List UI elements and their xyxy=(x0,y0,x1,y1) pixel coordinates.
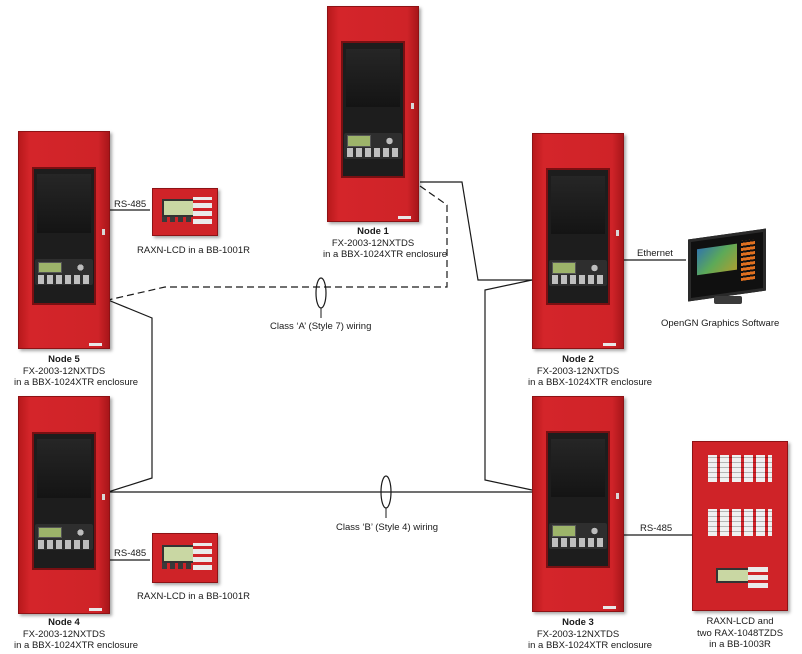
node3-label: Node 3 FX-2003-12NXTDS in a BBX-1024XTR … xyxy=(528,617,653,652)
node3-panel xyxy=(532,396,624,612)
node5-model: FX-2003-12NXTDS xyxy=(22,365,106,377)
node5-panel xyxy=(18,131,110,349)
node2-title: Node 2 xyxy=(562,354,594,365)
opengn-monitor xyxy=(684,228,766,308)
node1-title: Node 1 xyxy=(357,226,389,237)
node4-model: FX-2003-12NXTDS xyxy=(22,628,106,640)
wire-node5-node4 xyxy=(107,299,153,493)
rack-caption-line1: RAXN-LCD and xyxy=(706,616,774,627)
node1-panel xyxy=(327,6,419,222)
panel-keypad xyxy=(35,259,93,286)
class-a-dashed-wire xyxy=(107,185,448,301)
rack-caption-line3: in a BB-1003R xyxy=(709,639,771,650)
node3-title: Node 3 xyxy=(562,617,594,628)
rack-raxn-lcd xyxy=(706,559,774,597)
node4-enclosure: in a BBX-1024XTR enclosure xyxy=(14,640,139,651)
raxn-lcd-annunciator-bottom xyxy=(152,533,218,583)
monitor-stand xyxy=(714,296,742,304)
node1-enclosure: in a BBX-1024XTR enclosure xyxy=(323,249,448,260)
rack-caption: RAXN-LCD and two RAX-1048TZDS in a BB-10… xyxy=(688,616,792,651)
led-zone-bank-2 xyxy=(708,509,772,537)
node2-label: Node 2 FX-2003-12NXTDS in a BBX-1024XTR … xyxy=(528,354,653,389)
wire-node2-node3 xyxy=(484,279,533,491)
raxn-bottom-caption: RAXN-LCD in a BB-1001R xyxy=(137,591,250,602)
node4-panel xyxy=(18,396,110,614)
node5-title: Node 5 xyxy=(48,354,80,365)
class-a-bundle-marker xyxy=(315,277,327,309)
node1-label: Node 1 FX-2003-12NXTDS in a BBX-1024XTR … xyxy=(323,226,448,261)
panel-keypad xyxy=(549,260,607,286)
ethernet-label: Ethernet xyxy=(637,248,673,259)
rs485-label-bottom: RS-485 xyxy=(114,548,147,559)
monitor-screen xyxy=(688,228,766,302)
node3-enclosure: in a BBX-1024XTR enclosure xyxy=(528,640,653,651)
rs485-label-right: RS-485 xyxy=(640,523,673,534)
class-a-solid-wire-node1-node2 xyxy=(420,181,532,281)
class-a-wiring-label: Class ‘A’ (Style 7) wiring xyxy=(270,321,372,332)
rs485-label-top: RS-485 xyxy=(114,199,147,210)
node5-label: Node 5 FX-2003-12NXTDS in a BBX-1024XTR … xyxy=(14,354,139,389)
node4-title: Node 4 xyxy=(48,617,80,628)
panel-keypad xyxy=(344,133,402,159)
rack-caption-line2: two RAX-1048TZDS xyxy=(696,627,784,639)
class-b-wiring-label: Class ‘B’ (Style 4) wiring xyxy=(336,522,439,533)
node5-enclosure: in a BBX-1024XTR enclosure xyxy=(14,377,139,388)
opengn-caption: OpenGN Graphics Software xyxy=(661,318,780,329)
node2-model: FX-2003-12NXTDS xyxy=(536,365,620,377)
panel-keypad xyxy=(35,524,93,551)
raxn-top-caption: RAXN-LCD in a BB-1001R xyxy=(137,245,250,256)
node2-panel xyxy=(532,133,624,349)
node2-enclosure: in a BBX-1024XTR enclosure xyxy=(528,377,653,388)
node4-label: Node 4 FX-2003-12NXTDS in a BBX-1024XTR … xyxy=(14,617,139,652)
led-zone-bank-1 xyxy=(708,455,772,483)
node1-model: FX-2003-12NXTDS xyxy=(331,237,415,249)
raxn-lcd-annunciator-top xyxy=(152,188,218,236)
raxn-rax-rack-enclosure xyxy=(692,441,788,611)
panel-keypad xyxy=(549,523,607,549)
node3-model: FX-2003-12NXTDS xyxy=(536,628,620,640)
